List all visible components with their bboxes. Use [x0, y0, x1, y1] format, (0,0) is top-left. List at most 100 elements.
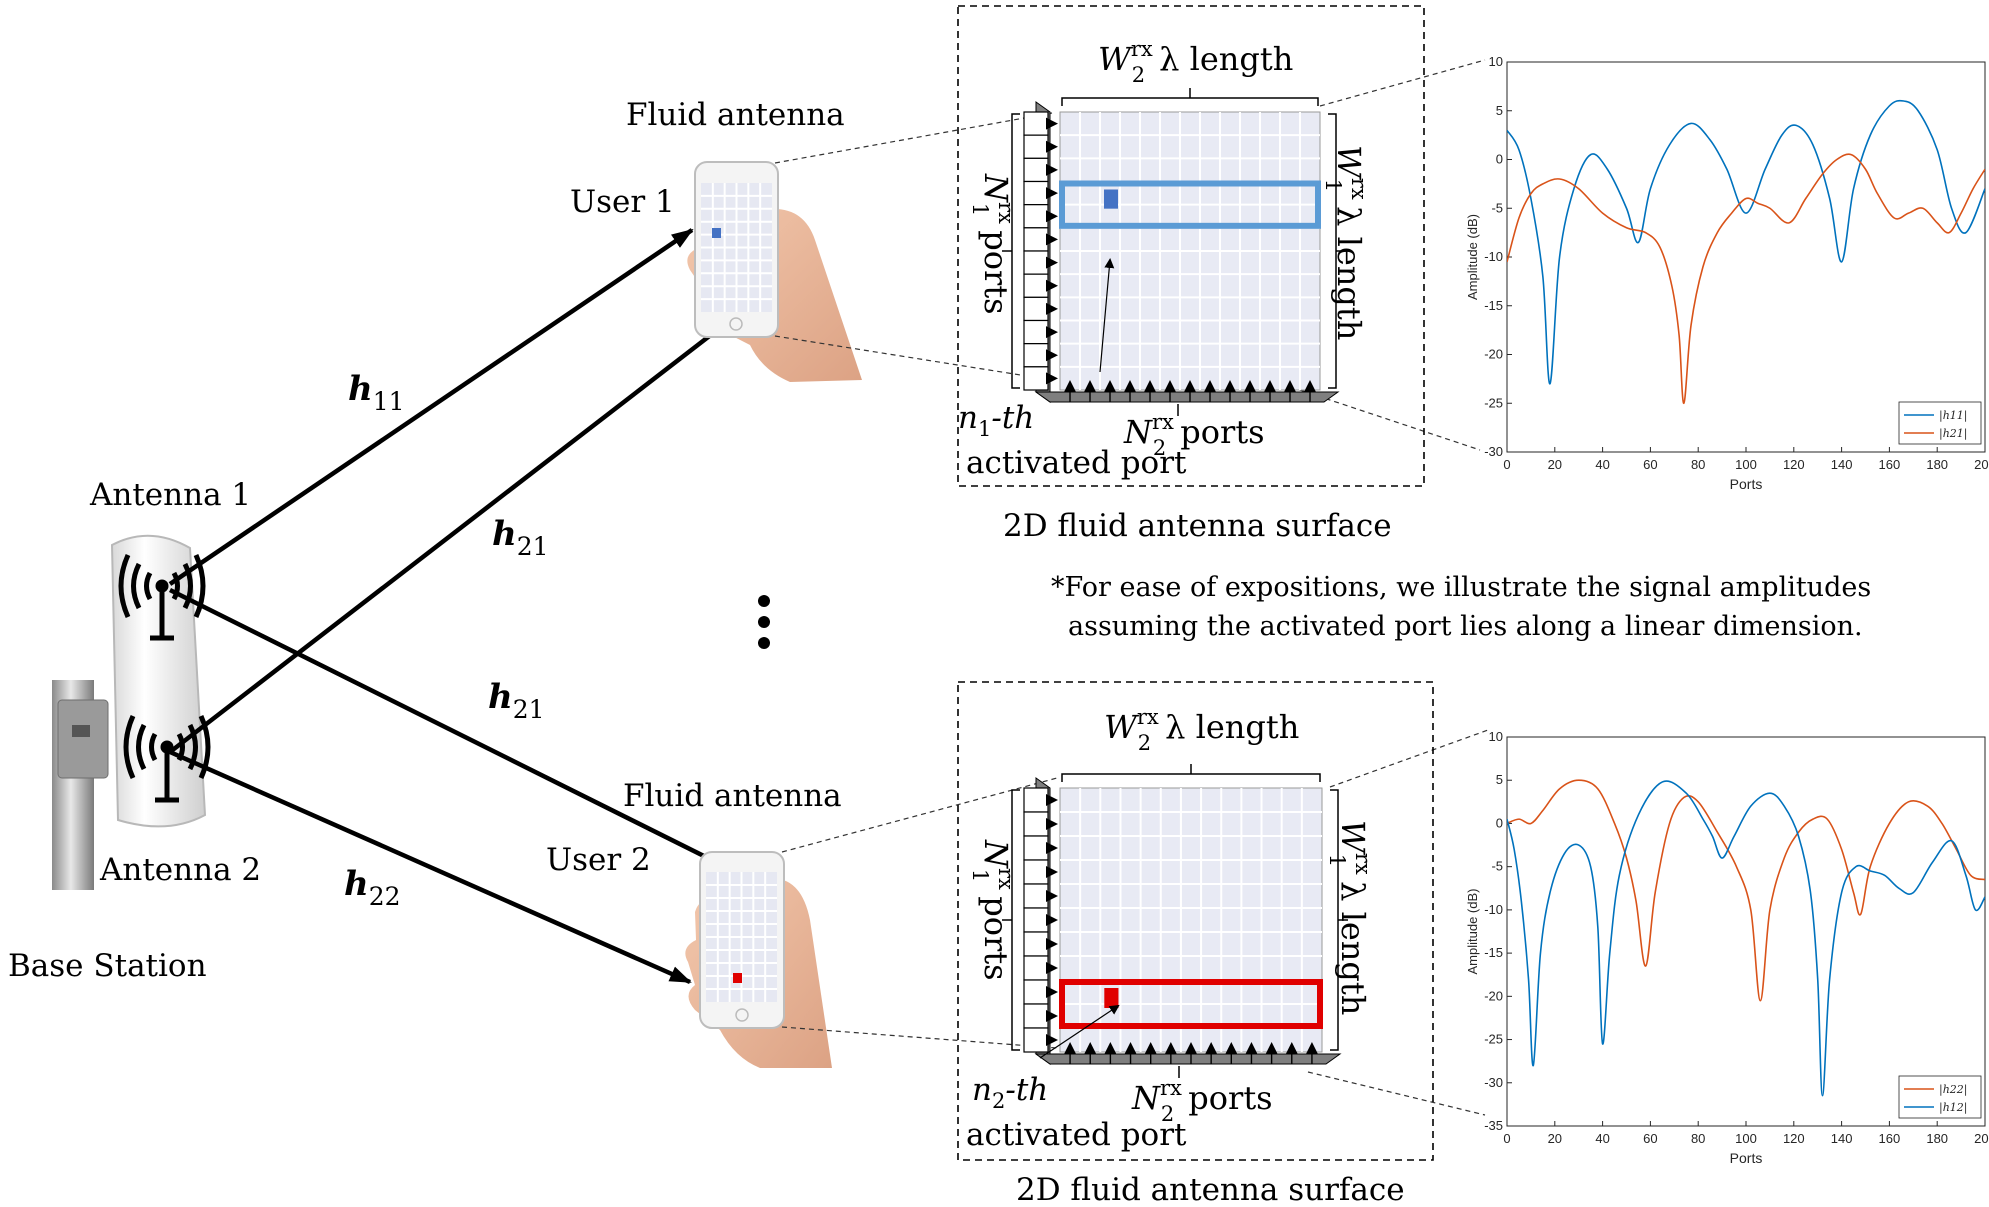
left-port-box — [1023, 111, 1049, 136]
surface-bottom-frame — [957, 681, 1434, 1161]
left-port-arrow — [1046, 302, 1058, 315]
note-line-1: *For ease of expositions, we illustrate … — [1051, 572, 1871, 603]
channel-arrows — [168, 228, 744, 985]
bottom-port-arrow — [1224, 380, 1236, 392]
left-port-arrow — [1046, 794, 1058, 806]
left-port-arrow — [1046, 256, 1058, 269]
x-tick-label: 160 — [1879, 1131, 1901, 1146]
surface-top-activated-port-label: n1-th — [958, 400, 1034, 441]
left-port-arrow — [1046, 890, 1058, 902]
channel-h11-label: h11 — [348, 369, 405, 416]
bottom-port-arrow — [1244, 380, 1256, 392]
bottom-port-arrow — [1304, 380, 1316, 392]
bottom-port-arrow — [1265, 1042, 1278, 1054]
x-tick-label: 40 — [1595, 457, 1609, 472]
x-tick-label: 180 — [1926, 1131, 1948, 1146]
y-tick-label: -20 — [1484, 988, 1503, 1003]
legend-label: |h11| — [1939, 409, 1968, 423]
antenna-1-label: Antenna 1 — [89, 477, 251, 513]
bottom-port-arrow — [1084, 380, 1096, 392]
bottom-port-arrow — [1104, 1042, 1117, 1054]
y-tick-label: -30 — [1484, 444, 1503, 459]
x-tick-label: 80 — [1691, 1131, 1705, 1146]
antenna-2-label: Antenna 2 — [99, 852, 261, 888]
bottom-port-arrow — [1064, 1042, 1077, 1054]
x-tick-label: 160 — [1879, 457, 1901, 472]
plot-area — [1506, 736, 1986, 1127]
height-brace — [1330, 789, 1348, 1051]
arrow-h21-top — [168, 312, 740, 754]
user-2-device — [685, 851, 832, 1068]
mast-bracket — [57, 699, 109, 779]
base-station — [52, 534, 207, 890]
left-port-box — [1023, 1003, 1049, 1029]
y-tick-label: -10 — [1484, 902, 1503, 917]
ports-left-brace — [1002, 113, 1020, 389]
bottom-port-arrow — [1124, 1042, 1137, 1054]
bottom-port-arrow — [1225, 1042, 1238, 1054]
left-port-arrow — [1046, 938, 1058, 950]
left-port-arrow — [1046, 372, 1058, 385]
y-tick-label: -5 — [1491, 859, 1503, 874]
channel-h21-bottom-label: h21 — [488, 677, 545, 724]
active-row-highlight — [1059, 979, 1323, 1029]
bottom-port-arrow — [1204, 380, 1216, 392]
x-tick-label: 100 — [1735, 457, 1757, 472]
left-port-arrow — [1046, 279, 1058, 292]
left-port-box — [1023, 811, 1049, 837]
bottom-port-arrow — [1205, 1042, 1218, 1054]
vertical-ellipsis — [758, 595, 770, 649]
bottom-port-arrow — [1284, 380, 1296, 392]
left-port-box — [1023, 157, 1049, 183]
legend-label: |h22| — [1939, 1083, 1968, 1097]
y-tick-label: 10 — [1489, 54, 1503, 69]
user-2-label: User 2 — [546, 842, 651, 878]
arrow-h11 — [168, 228, 694, 586]
width-brace — [1061, 764, 1321, 782]
height-brace — [1328, 113, 1346, 389]
left-port-arrow — [1046, 914, 1058, 926]
bottom-port-arrow — [1264, 380, 1276, 392]
left-port-box — [1023, 273, 1049, 298]
bottom-port-arrow — [1164, 380, 1176, 392]
antenna-2-radiator — [123, 714, 211, 803]
series-line-1 — [1507, 780, 1985, 1097]
active-port-pointer — [1039, 1004, 1120, 1059]
user-1-screen-grid — [701, 183, 772, 312]
bottom-port-arrow — [1124, 380, 1136, 392]
x-axis-label: Ports — [1730, 1150, 1763, 1166]
x-tick-label: 80 — [1691, 457, 1705, 472]
mast-clamp — [72, 725, 90, 737]
left-port-arrow — [1046, 1034, 1058, 1046]
left-port-arrow — [1046, 1010, 1058, 1022]
user-2-active-port-indicator — [733, 973, 742, 983]
zoom-lines — [774, 59, 1489, 1116]
left-port-box — [1023, 883, 1049, 909]
y-tick-label: -20 — [1484, 347, 1503, 362]
amplitude-chart-user-1: 0204060801001201401601802001050-5-10-15-… — [1465, 54, 1989, 492]
left-port-box — [1023, 180, 1049, 206]
x-tick-label: 20 — [1548, 1131, 1562, 1146]
amplitude-chart-user-2: 0204060801001201401601802001050-5-10-15-… — [1465, 729, 1989, 1166]
x-tick-label: 140 — [1831, 1131, 1853, 1146]
left-port-box — [1023, 204, 1049, 229]
left-port-box — [1023, 227, 1049, 252]
left-port-arrow — [1046, 986, 1058, 998]
ports-left-brace — [1002, 789, 1020, 1051]
left-port-box — [1023, 1027, 1049, 1053]
user-1-device — [687, 161, 862, 382]
bottom-port-arrow — [1305, 1042, 1318, 1054]
bottom-port-arrow — [1104, 380, 1116, 392]
surface-bottom-caption: 2D fluid antenna surface — [1016, 1172, 1405, 1207]
user-1-label: User 1 — [570, 184, 675, 220]
bottom-port-arrow — [1245, 1042, 1258, 1054]
bottom-port-arrow — [1185, 1042, 1197, 1054]
surface-bottom-height-label: Wrx1λ length — [1325, 820, 1375, 1015]
plot-area — [1506, 61, 1986, 453]
left-port-box — [1023, 343, 1049, 368]
left-port-arrow — [1046, 349, 1058, 362]
